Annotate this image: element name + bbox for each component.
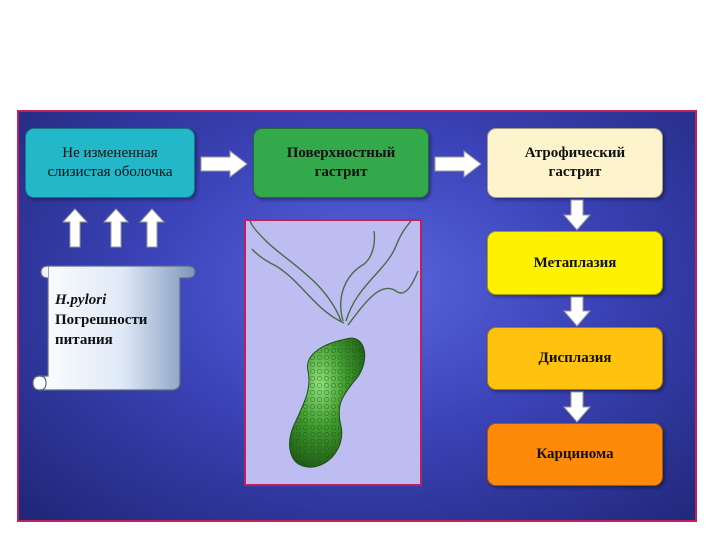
box-atrophic-gastritis-label: Атрофический гастрит xyxy=(524,145,626,180)
arrow-down-icon xyxy=(563,391,591,423)
scroll-icon xyxy=(32,265,196,391)
box-atrophic-gastritis: Атрофический гастрит xyxy=(487,128,663,198)
arrow-up-icon xyxy=(139,208,165,248)
arrow-up-icon xyxy=(62,208,88,248)
box-dysplasia-label: Дисплазия xyxy=(538,350,612,366)
box-normal-mucosa: Не измененная слизистая оболочка xyxy=(25,128,195,198)
box-superficial-gastritis: Поверхностный гастрит xyxy=(253,128,429,198)
scroll-text: H.pylori Погрешности питания xyxy=(55,290,185,350)
box-metaplasia-label: Метаплазия xyxy=(533,254,617,271)
h-pylori-illustration xyxy=(249,220,419,468)
arrow-down-icon xyxy=(563,296,591,327)
box-carcinoma: Карцинома xyxy=(487,423,663,486)
box-carcinoma-label: Карцинома xyxy=(536,446,614,462)
scroll-nutrition: Погрешности питания xyxy=(55,312,148,348)
arrow-right-icon xyxy=(434,150,482,178)
bacterium-image xyxy=(244,219,422,486)
arrow-right-icon xyxy=(200,150,248,178)
arrow-down-icon xyxy=(563,199,591,231)
box-normal-mucosa-label: Не измененная слизистая оболочка xyxy=(47,145,173,180)
box-metaplasia: Метаплазия xyxy=(487,231,663,295)
box-dysplasia: Дисплазия xyxy=(487,327,663,390)
scroll-pylori: H.pylori xyxy=(55,292,107,308)
arrow-up-icon xyxy=(103,208,129,248)
box-superficial-gastritis-label: Поверхностный гастрит xyxy=(286,145,396,180)
